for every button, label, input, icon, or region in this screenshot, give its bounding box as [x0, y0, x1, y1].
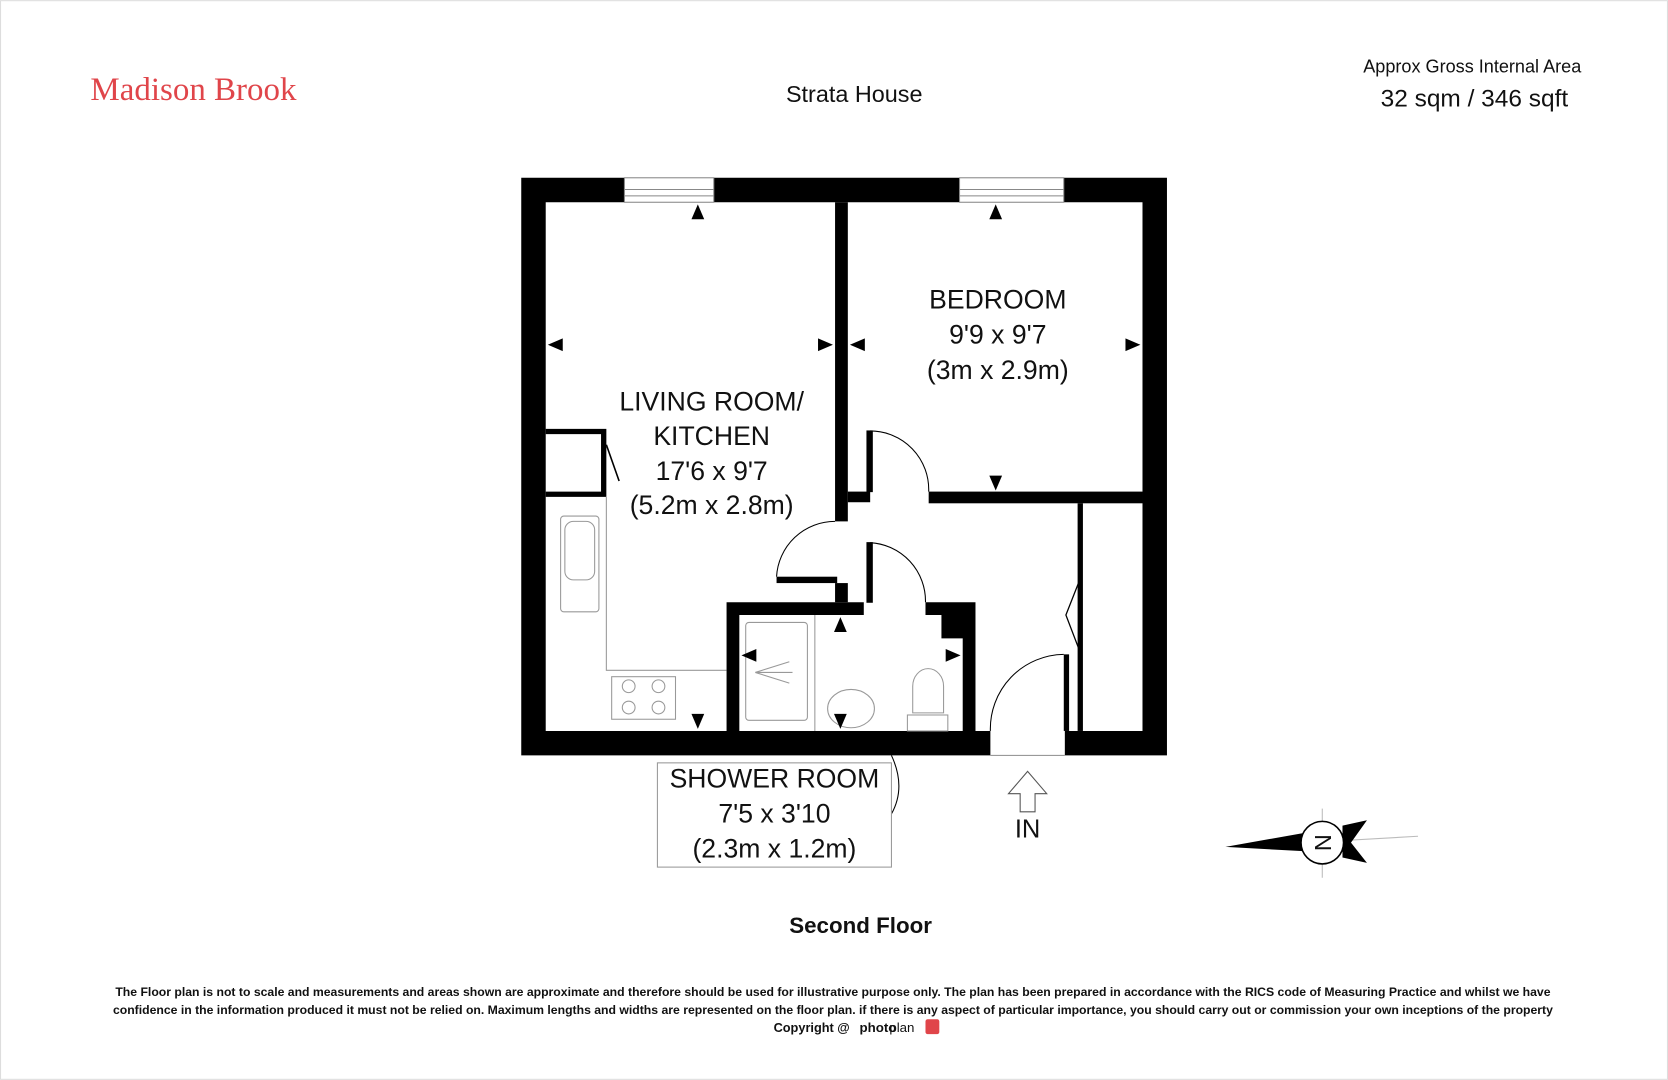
wall-bedroom-hall	[928, 491, 1143, 504]
wall-living-bedroom	[835, 202, 848, 522]
shower-room-name: SHOWER ROOM	[670, 763, 880, 793]
disclaimer-line-1: The Floor plan is not to scale and measu…	[115, 985, 1550, 999]
window-bedroom	[958, 177, 1065, 203]
doors	[776, 430, 1064, 815]
floor-plan	[521, 177, 1167, 815]
living-room-imperial: 17'6 x 9'7	[656, 456, 768, 486]
compass-icon: N	[1225, 808, 1419, 878]
entrance-arrow-icon	[1007, 770, 1048, 813]
living-room-name-2: KITCHEN	[653, 421, 770, 451]
entrance-label: IN	[1015, 815, 1041, 843]
property-title: Strata House	[786, 81, 923, 107]
bedroom-name: BEDROOM	[929, 285, 1066, 315]
area-label: Approx Gross Internal Area	[1363, 56, 1582, 76]
photoplan-logo-rest: plan	[889, 1020, 914, 1035]
photoplan-logo-icon	[925, 1019, 940, 1035]
dimension-arrows	[547, 204, 1141, 729]
shower-room-label-box	[656, 762, 892, 868]
floor-label: Second Floor	[789, 913, 932, 938]
disclaimer-line-2: confidence in the information produced i…	[113, 1003, 1553, 1017]
living-room-name: LIVING ROOM/	[619, 387, 804, 417]
area-value: 32 sqm / 346 sqft	[1381, 86, 1569, 113]
copyright: Copyright @ photo plan	[774, 1019, 940, 1035]
bedroom-metric: (3m x 2.9m)	[927, 355, 1069, 385]
living-room-metric: (5.2m x 2.8m)	[630, 490, 794, 520]
copyright-text: Copyright @	[774, 1020, 850, 1035]
shower-room-imperial: 7'5 x 3'10	[718, 798, 830, 828]
kitchen-fittings	[560, 496, 949, 732]
photoplan-logo-bold: photo	[860, 1020, 897, 1035]
brand-logo: Madison Brook	[90, 72, 297, 108]
compass-north-label: N	[1310, 834, 1336, 851]
wardrobe-wall	[1077, 503, 1083, 731]
bedroom-imperial: 9'9 x 9'7	[949, 320, 1046, 350]
shower-room-metric: (2.3m x 1.2m)	[692, 834, 856, 864]
window-living	[623, 177, 715, 203]
